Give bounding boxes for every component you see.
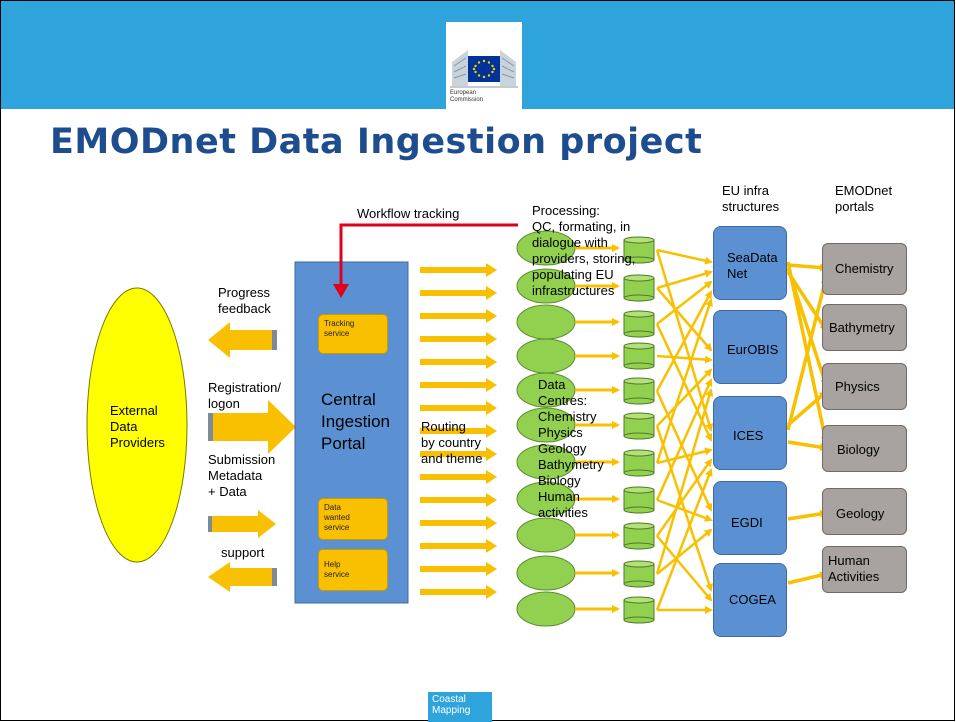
submission-arrow [208, 510, 276, 538]
progress-feedback-arrow [208, 322, 277, 358]
processing-nodes [516, 230, 576, 627]
ec-logo-text: European Commission [450, 90, 484, 103]
database-icons [623, 236, 655, 624]
data-wanted-service-box[interactable]: Data wanted service [318, 498, 388, 540]
database-icon [623, 274, 655, 302]
slide-title: EMODnet Data Ingestion project [50, 122, 703, 162]
database-to-infrastructure-arrows [655, 248, 714, 614]
database-icon [623, 522, 655, 550]
ec-building-icon [450, 50, 518, 88]
european-commission-logo: European Commission [446, 22, 522, 117]
portal-human-activities[interactable]: Human Activities [822, 546, 907, 593]
infra-label: ICES [733, 428, 764, 443]
portal-label: Physics [835, 379, 880, 394]
database-icon [623, 342, 655, 370]
database-icon [623, 412, 655, 440]
workflow-tracking-arrow [333, 223, 518, 298]
workflow-tracking-label: Workflow tracking [357, 206, 460, 221]
support-arrow [208, 562, 277, 592]
infra-egdi: EGDI [713, 481, 787, 555]
database-icon [623, 560, 655, 588]
infra-label: EGDI [731, 515, 763, 530]
portal-label: Chemistry [835, 261, 894, 276]
emodnet-portals-header: EMODnet portals [835, 183, 893, 214]
infra-cogea: COGEA [713, 563, 787, 637]
infra-ices: ICES [713, 396, 787, 470]
database-icon [623, 377, 655, 405]
portal-label: Biology [837, 442, 880, 457]
infra-label: COGEA [729, 592, 776, 607]
infrastructure-to-portal-arrows [786, 261, 829, 585]
external-providers-ellipse [86, 287, 188, 563]
eu-infrastructures-header: EU infra structures [722, 183, 780, 214]
portal-label: Bathymetry [829, 320, 895, 335]
coastal-mapping-logo: Coastal Mapping [428, 692, 492, 722]
portal-biology[interactable]: Biology [822, 425, 907, 472]
support-label: support [221, 545, 265, 560]
routing-label: Routing by country and theme [421, 419, 483, 466]
database-icon [623, 486, 655, 514]
portal-label: Geology [836, 506, 885, 521]
external-providers-label: External Data Providers [110, 403, 165, 450]
infra-seadatanet: SeaData Net [713, 226, 787, 300]
data-centres-label: Data Centres: Chemistry Physics Geology … [538, 377, 604, 520]
infra-label: SeaData Net [727, 250, 778, 281]
database-icon [623, 236, 655, 264]
database-icon [623, 596, 655, 624]
registration-label: Registration/ logon [208, 380, 281, 411]
tracking-service-box[interactable]: Tracking service [318, 314, 388, 354]
routing-arrows [420, 263, 497, 599]
help-service-box[interactable]: Help service [318, 549, 388, 591]
submission-label: Submission Metadata + Data [208, 452, 276, 499]
progress-feedback-label: Progress feedback [218, 285, 271, 316]
infra-eurobis: EurOBIS [713, 310, 787, 384]
portal-bathymetry[interactable]: Bathymetry [822, 304, 907, 351]
portal-physics[interactable]: Physics [822, 363, 907, 410]
database-icon [623, 449, 655, 477]
portal-geology[interactable]: Geology [822, 488, 907, 535]
infra-label: EurOBIS [727, 342, 779, 357]
portal-label: Human Activities [828, 553, 880, 584]
central-portal-label: Central Ingestion Portal [321, 390, 390, 453]
processing-label: Processing: QC, formating, in dialogue w… [532, 203, 636, 298]
registration-arrow [208, 400, 296, 454]
database-icon [623, 310, 655, 338]
node-to-database-arrows [575, 244, 620, 613]
portal-chemistry[interactable]: Chemistry [822, 243, 907, 295]
